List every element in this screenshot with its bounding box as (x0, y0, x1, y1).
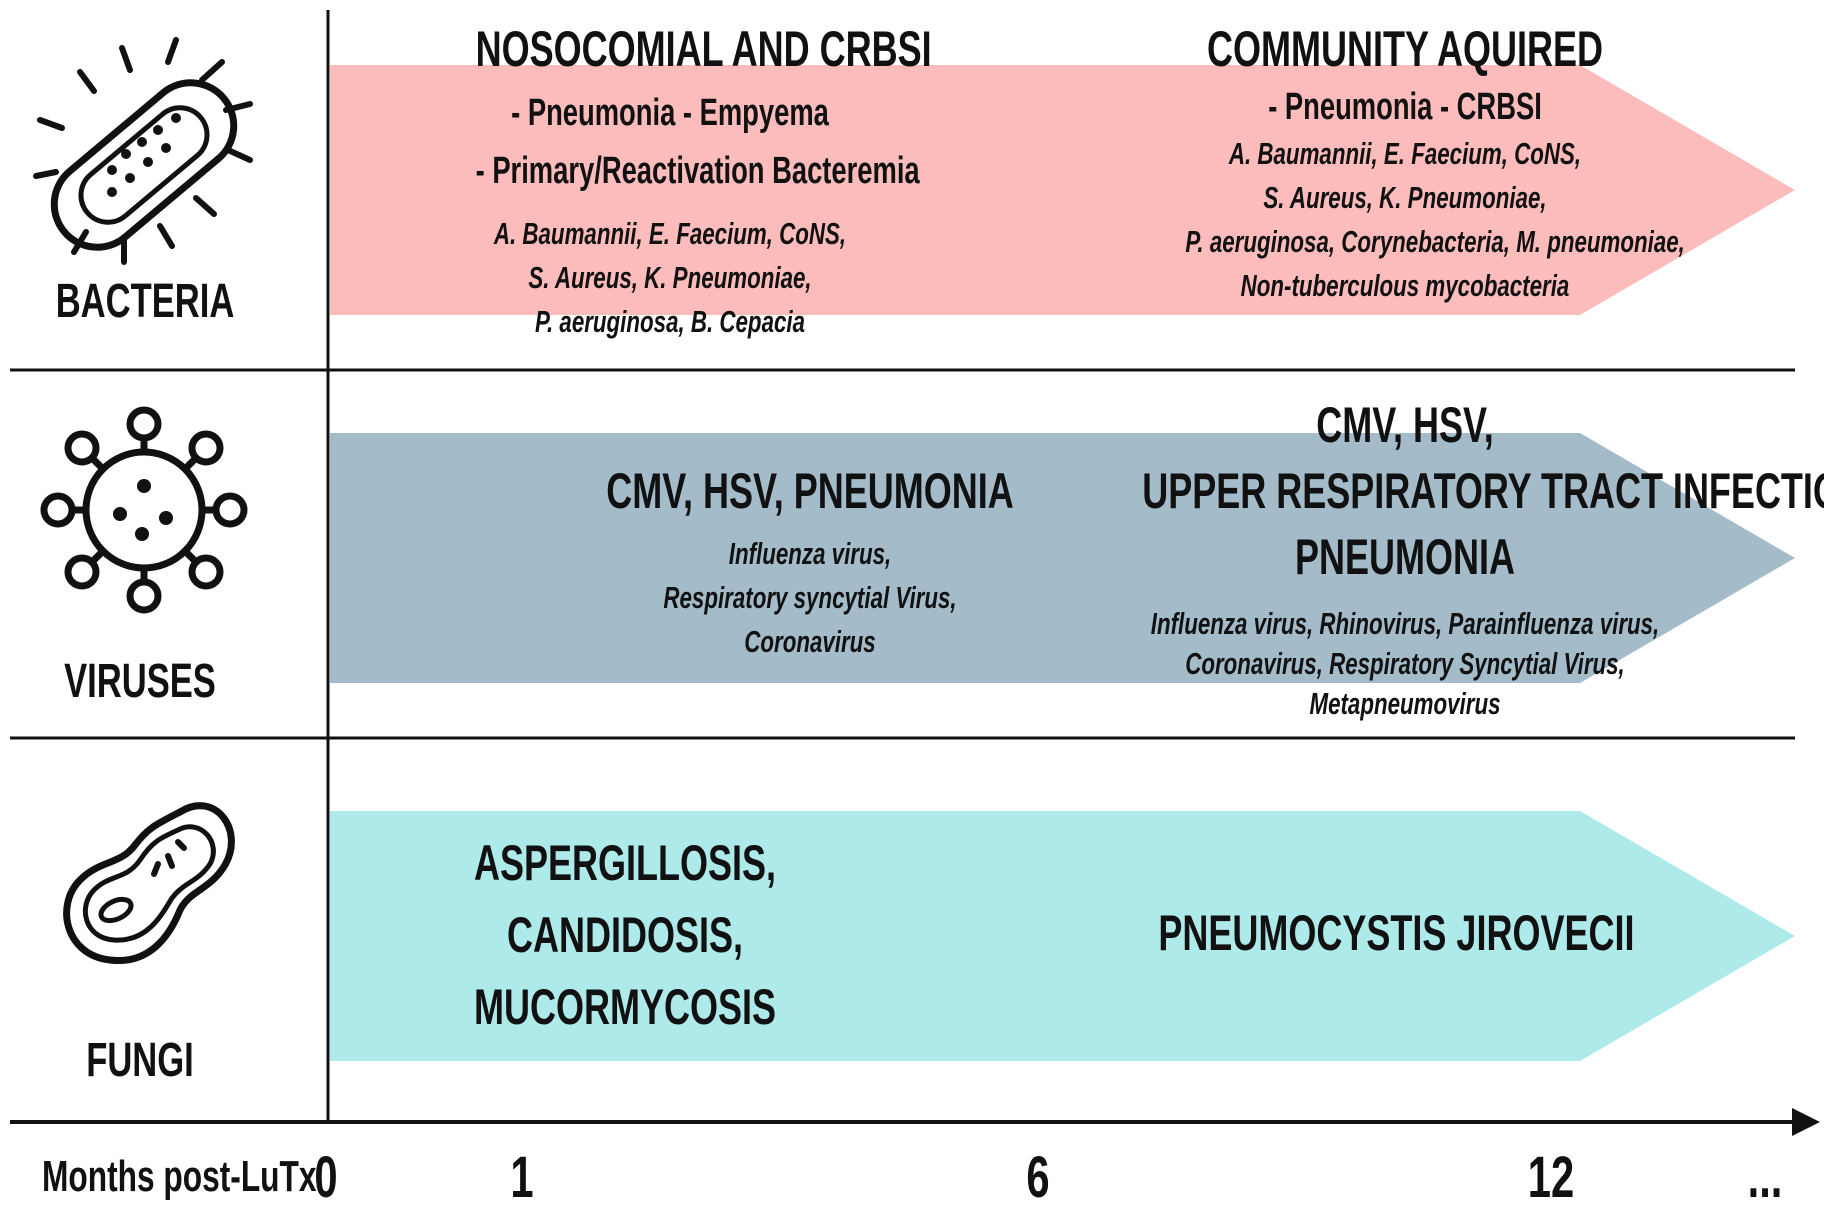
bacteria-early-sub-1: - Pneumonia - Empyema (511, 92, 829, 134)
axis-tick-6: 6 (1026, 1145, 1050, 1210)
virus-icon (40, 406, 248, 614)
viruses-late-heading-1: CMV, HSV, (1316, 397, 1494, 453)
axis-tick-more: ... (1747, 1145, 1783, 1210)
fungus-cell-icon (63, 802, 235, 965)
bacteria-band-arrow (330, 65, 1795, 315)
bacteria-early-organisms-3: P. aeruginosa, B. Cepacia (534, 304, 806, 339)
bacteria-late-organisms-2: S. Aureus, K. Pneumoniae, (1263, 180, 1547, 215)
row-label-viruses: VIRUSES (64, 655, 216, 708)
viruses-early-organisms-1: Influenza virus, (728, 536, 892, 571)
bacteria-late-organisms-3: P. aeruginosa, Corynebacteria, M. pneumo… (1185, 224, 1685, 259)
fungi-band-arrow (330, 811, 1795, 1061)
viruses-late-organisms-1: Influenza virus, Rhinovirus, Parainfluen… (1150, 606, 1660, 641)
bacteria-early-organisms-1: A. Baumannii, E. Faecium, CoNS, (493, 216, 847, 251)
fungi-early-heading-3: MUCORMYCOSIS (473, 979, 777, 1035)
bacteria-late-organisms-1: A. Baumannii, E. Faecium, CoNS, (1228, 136, 1582, 171)
bacteria-early-heading: NOSOCOMIAL AND CRBSI (475, 21, 932, 77)
viruses-late-heading-3: PNEUMONIA (1294, 529, 1516, 585)
viruses-early-organisms-2: Respiratory syncytial Virus, (663, 580, 957, 615)
fungi-early-heading-1: ASPERGILLOSIS, (473, 835, 777, 891)
viruses-early-heading: CMV, HSV, PNEUMONIA (606, 463, 1014, 519)
row-label-bacteria: BACTERIA (55, 275, 235, 328)
axis-tick-12: 12 (1527, 1145, 1575, 1210)
time-axis-arrowhead (1792, 1108, 1820, 1136)
axis-label: Months post-LuTx (41, 1152, 317, 1201)
bacteria-late-heading: COMMUNITY AQUIRED (1207, 21, 1603, 77)
bacterium-icon (33, 37, 253, 265)
viruses-late-heading-2: UPPER RESPIRATORY TRACT INFECTIONS, (1142, 463, 1824, 519)
viruses-early-organisms-3: Coronavirus (744, 624, 876, 659)
fungi-late-heading: PNEUMOCYSTIS JIROVECII (1158, 905, 1635, 961)
viruses-late-organisms-3: Metapneumovirus (1309, 686, 1501, 721)
axis-tick-1: 1 (510, 1145, 534, 1210)
viruses-band-arrow (330, 433, 1795, 683)
viruses-late-organisms-2: Coronavirus, Respiratory Syncytial Virus… (1185, 646, 1625, 681)
row-label-fungi: FUNGI (86, 1034, 194, 1087)
bacteria-early-organisms-2: S. Aureus, K. Pneumoniae, (528, 260, 812, 295)
axis-tick-0: 0 (314, 1145, 338, 1210)
bacteria-early-sub-2: - Primary/Reactivation Bacteremia (475, 150, 920, 192)
bacteria-late-sub-1: - Pneumonia - CRBSI (1268, 86, 1542, 128)
fungi-early-heading-2: CANDIDOSIS, (506, 907, 744, 963)
bacteria-late-organisms-4: Non-tuberculous mycobacteria (1240, 268, 1570, 303)
